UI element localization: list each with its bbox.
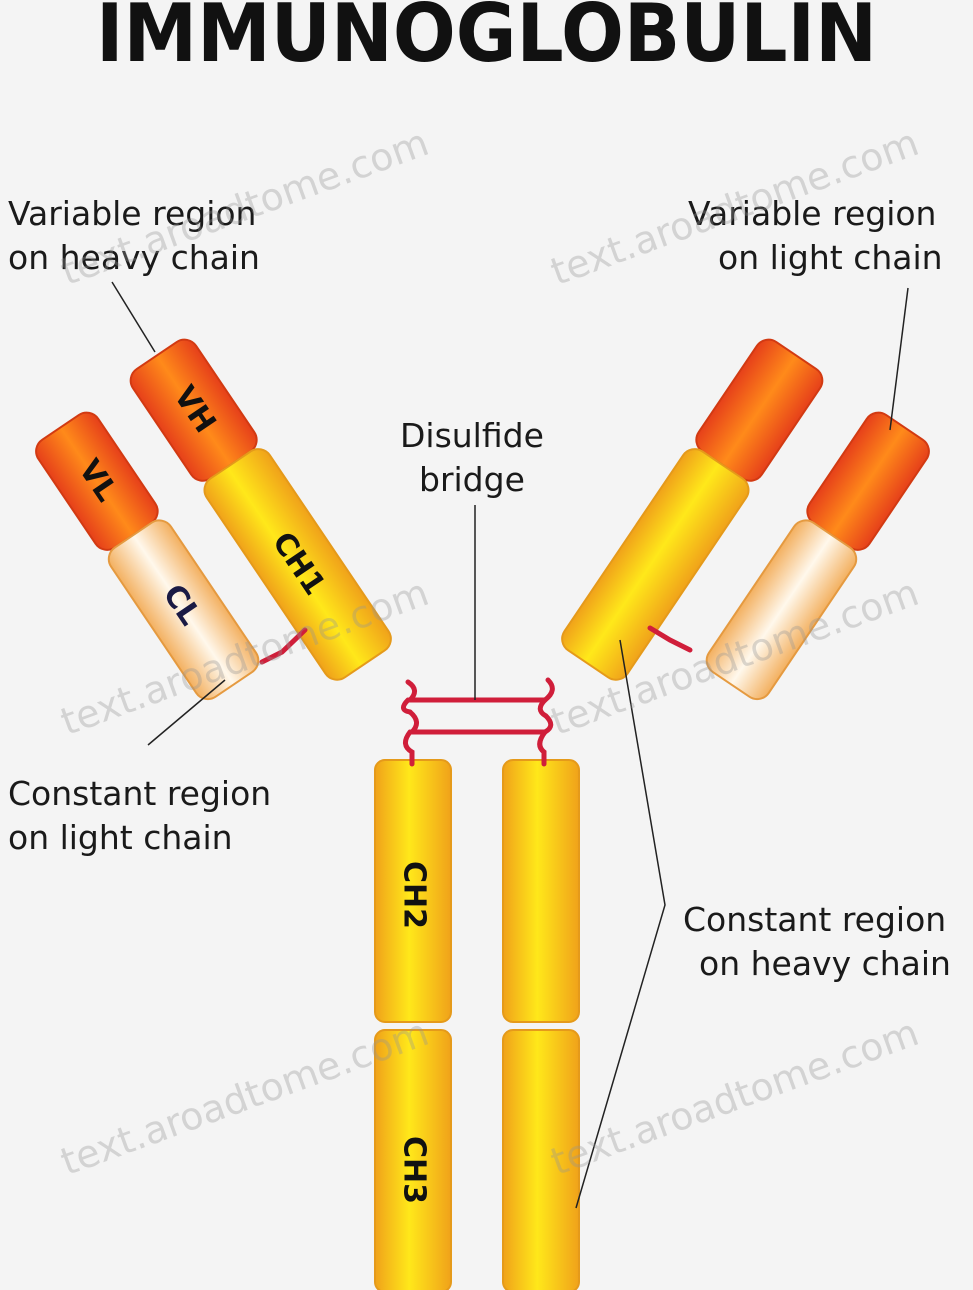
- label-variable-light: Variable region on light chain: [688, 192, 943, 280]
- stem-right: [503, 760, 579, 1290]
- bridge-right-hinge: [540, 680, 553, 764]
- cl-right-segment: [701, 515, 861, 704]
- stem-left: CH2 CH3: [375, 760, 451, 1290]
- leader-const-light: [148, 680, 225, 745]
- label-disulfide-bridge: Disulfide bridge: [400, 414, 544, 502]
- leader-var-heavy: [112, 282, 155, 352]
- bridge-left-hinge: [403, 700, 412, 764]
- leader-var-light: [890, 288, 908, 430]
- label-variable-heavy: Variable region on heavy chain: [8, 192, 260, 280]
- ch3-right-segment: [503, 1030, 579, 1290]
- leader-const-heavy: [576, 640, 665, 1208]
- page-title: IMMUNOGLOBULIN: [0, 0, 973, 74]
- ch3-label: CH3: [397, 1136, 432, 1204]
- ch2-right-segment: [503, 760, 579, 1022]
- bridge-light-left: [262, 630, 305, 662]
- bridge-heavy-1: [408, 682, 545, 700]
- bridge-light-right: [650, 628, 690, 650]
- label-constant-light: Constant region on light chain: [8, 772, 271, 860]
- bridge-heavy-2: [410, 712, 545, 732]
- label-constant-heavy: Constant region on heavy chain: [683, 898, 951, 986]
- ch2-label: CH2: [397, 861, 432, 929]
